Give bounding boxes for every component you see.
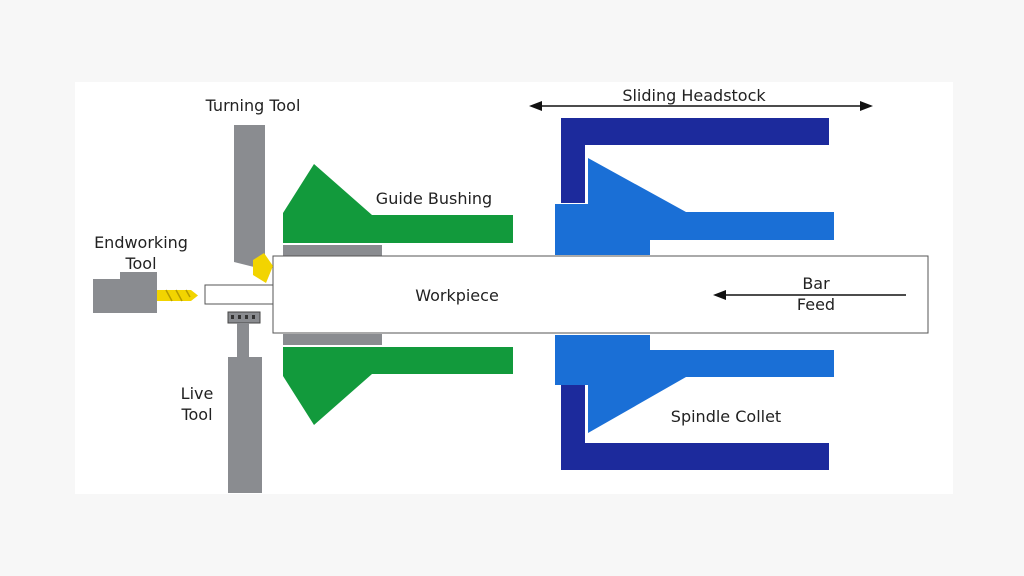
- guide-bushing-liner-bottom: [283, 334, 382, 345]
- guide-bushing-liner-top: [283, 245, 382, 256]
- bar-feed-label-line1: Bar: [802, 274, 830, 293]
- endworking-drill-bit: [157, 290, 191, 301]
- headstock-frame-top: [561, 118, 829, 203]
- turning-tool-label: Turning Tool: [205, 96, 301, 115]
- bar-feed-label-line2: Feed: [797, 295, 835, 314]
- endworking-tool: [93, 272, 198, 313]
- live-tool: [227, 311, 262, 493]
- turning-tool: [234, 125, 273, 283]
- endworking-tool-holder: [93, 272, 157, 313]
- guide-bushing-top: [283, 164, 513, 243]
- live-tool-body: [228, 357, 262, 493]
- bar-feed-arrow: [713, 290, 906, 300]
- endworking-drill-tip: [191, 290, 198, 301]
- live-tool-shaft: [237, 323, 249, 357]
- endworking-tool-label-line1: Endworking: [94, 233, 188, 252]
- workpiece-label: Workpiece: [415, 286, 499, 305]
- collet-jaw-top: [555, 158, 834, 255]
- headstock-frame-bottom: [561, 383, 829, 470]
- spindle-collet-label: Spindle Collet: [671, 407, 781, 426]
- live-tool-label-line2: Tool: [180, 405, 212, 424]
- spindle-collet: [555, 158, 834, 433]
- live-tool-label-line1: Live: [181, 384, 214, 403]
- guide-bushing-bottom: [283, 347, 513, 425]
- headstock-travel-arrow: [529, 101, 873, 111]
- drill-flutes: [165, 289, 191, 302]
- collet-jaw-bottom: [555, 335, 834, 433]
- guide-bushing: [283, 164, 513, 425]
- sliding-headstock: [561, 118, 829, 470]
- sliding-headstock-label: Sliding Headstock: [622, 86, 766, 105]
- workpiece-stub: [204, 284, 276, 305]
- turning-tool-body: [234, 125, 265, 268]
- endworking-tool-label-line2: Tool: [124, 254, 156, 273]
- guide-bushing-label: Guide Bushing: [376, 189, 492, 208]
- turning-tool-insert: [253, 253, 273, 283]
